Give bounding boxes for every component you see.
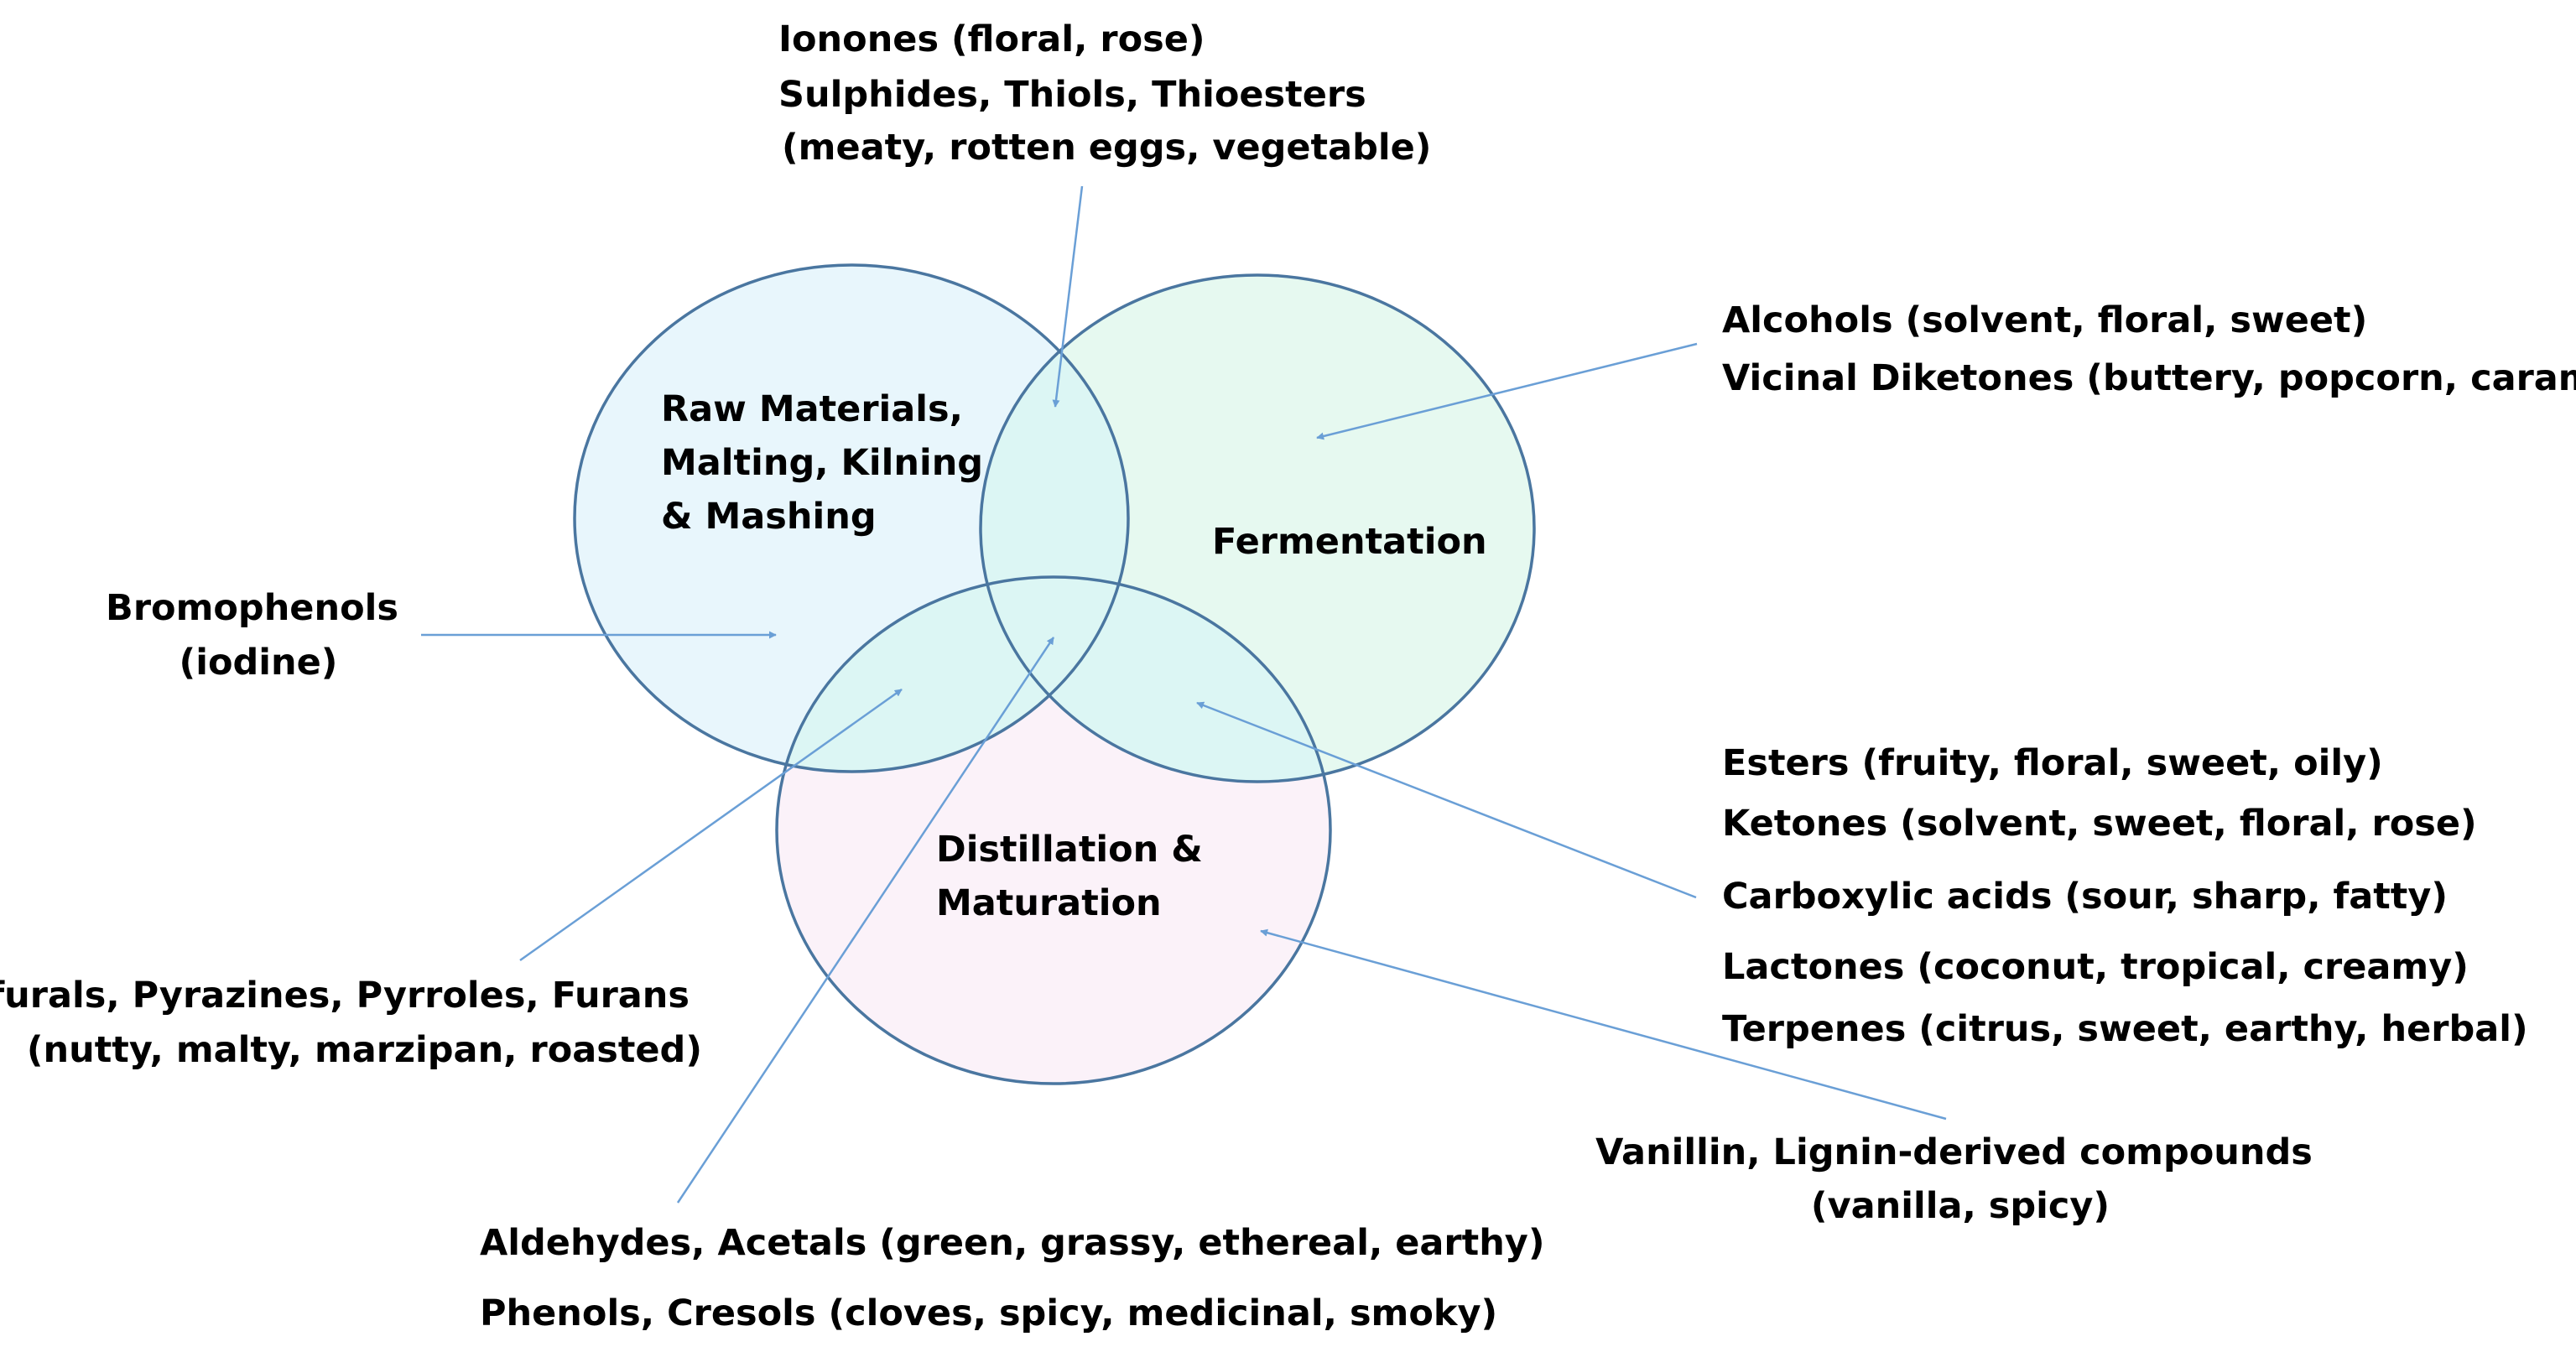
vanillin-annotation: Vanillin, Lignin-derived compounds (vani… (1595, 1131, 2325, 1227)
top-right-annotation: Alcohols (solvent, floral, sweet) Vicina… (1722, 299, 2576, 399)
arrow-aldehydes (676, 637, 1055, 1204)
raw-materials-label: Raw Materials, Malting, Kilning & Mashin… (661, 388, 996, 538)
distillation-circle (775, 575, 1332, 1085)
arrow-top-right (1316, 342, 1698, 440)
right-list-annotation: Esters (fruity, floral, sweet, oily) Ket… (1722, 742, 2528, 1050)
bromophenols-annotation: Bromophenols (iodine) (106, 587, 411, 684)
arrow-right-list (1196, 701, 1697, 899)
arrow-top-center (1052, 185, 1084, 408)
arrow-vanillin (1260, 928, 1947, 1121)
fermentation-label: Fermentation (1212, 521, 1487, 563)
arrows (421, 185, 1947, 1204)
top-center-annotation: Ionones (floral, rose) Sulphides, Thiols… (778, 18, 1431, 169)
bottom-center-annotation: Aldehydes, Acetals (green, grassy, ether… (480, 1222, 1557, 1334)
raw-distillation-overlap (777, 577, 1128, 772)
arrow-furfurals (519, 688, 903, 962)
fermentation-distillation-overlap (981, 577, 1330, 782)
distillation-label: Distillation & Maturation (936, 829, 1215, 924)
raw-materials-circle (573, 263, 1130, 773)
fermentation-circle (979, 273, 1536, 783)
furfurals-annotation: Furfurals, Pyrazines, Pyrroles, Furans (… (0, 975, 702, 1071)
